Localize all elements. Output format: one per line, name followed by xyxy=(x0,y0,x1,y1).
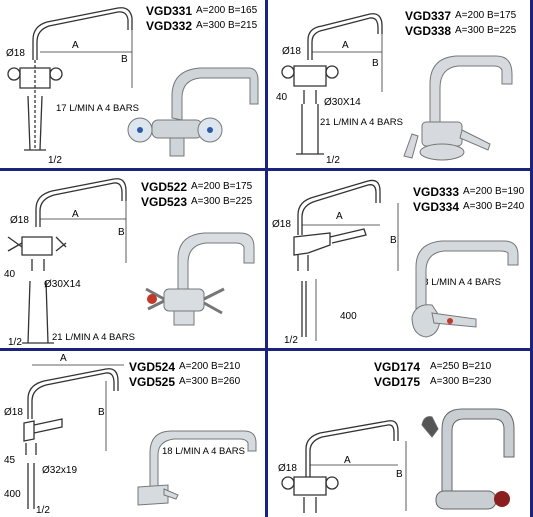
flow-rate-label: 17 L/MIN A 4 BARS xyxy=(56,103,139,114)
product-cell-vgd337: VGD337 A=200 B=175 VGD338 A=300 B=225 A … xyxy=(268,0,530,168)
product-dimensions: A=200 B=190 xyxy=(463,186,525,197)
faucet-photo xyxy=(127,67,259,157)
product-dimensions: A=300 B=225 xyxy=(455,25,517,36)
product-dimensions: A=300 B=215 xyxy=(196,20,258,31)
faucet-photo xyxy=(403,55,513,161)
pipe-label: 1/2 xyxy=(48,155,62,166)
product-code: VGD522 xyxy=(141,180,188,194)
technical-drawing: A B Ø18 40 Ø30X14 1/2 xyxy=(276,13,383,166)
faucet-photo xyxy=(411,240,519,338)
diameter-label: Ø18 xyxy=(272,219,291,230)
product-code: VGD331 xyxy=(146,4,193,18)
technical-drawing: A B Ø18 40 Ø30X14 1/2 xyxy=(4,178,127,348)
pipe-label: 1/2 xyxy=(36,505,50,516)
dimension-label-b: B xyxy=(372,58,379,69)
product-dimensions: A=200 B=175 xyxy=(191,181,253,192)
dimension-label-b: B xyxy=(98,407,105,418)
dimension-label-a: A xyxy=(72,209,79,220)
product-code: VGD523 xyxy=(141,195,188,209)
dimension-label-a: A xyxy=(72,40,79,51)
product-dimensions: A=200 B=165 xyxy=(196,5,258,16)
product-code: VGD338 xyxy=(405,24,452,38)
technical-drawing: A B Ø18 1/2 xyxy=(6,7,133,166)
grid-divider xyxy=(265,0,268,517)
product-code: VGD525 xyxy=(129,375,176,389)
grid-divider xyxy=(0,168,533,171)
diameter-label: Ø18 xyxy=(4,407,23,418)
pipe-label: 1/2 xyxy=(8,337,22,348)
product-code: VGD175 xyxy=(374,375,421,389)
diameter-label: Ø18 xyxy=(282,46,301,57)
height-label: 40 xyxy=(276,92,288,103)
pipe-label: 1/2 xyxy=(284,335,298,346)
product-dimensions: A=200 B=210 xyxy=(179,361,241,372)
dimension-label-b: B xyxy=(390,235,397,246)
grid-divider xyxy=(530,0,533,517)
product-cell-vgd333: VGD333 A=200 B=190 VGD334 A=300 B=240 A … xyxy=(268,171,530,348)
product-dimensions: A=250 B=210 xyxy=(430,361,492,372)
dimension-label-b: B xyxy=(121,54,128,65)
product-cell-vgd174: VGD174 A=250 B=210 VGD175 A=300 B=230 A … xyxy=(268,351,530,517)
faucet-photo xyxy=(145,232,255,326)
thread-label: Ø30X14 xyxy=(44,279,81,290)
diameter-label: Ø18 xyxy=(278,463,297,474)
dimension-label-a: A xyxy=(342,40,349,51)
product-dimensions: A=300 B=260 xyxy=(179,376,241,387)
flow-rate-label: 21 L/MIN A 4 BARS xyxy=(320,117,403,128)
product-dimensions: A=300 B=225 xyxy=(191,196,253,207)
product-dimensions: A=300 B=230 xyxy=(430,376,492,387)
flow-rate-label: 21 L/MIN A 4 BARS xyxy=(52,332,135,343)
product-code: VGD334 xyxy=(413,200,460,214)
product-cell-vgd522: VGD522 A=200 B=175 VGD523 A=300 B=225 A … xyxy=(0,171,265,348)
dimension-label-a: A xyxy=(336,211,343,222)
technical-drawing: A B Ø18 xyxy=(278,420,407,513)
height-label: 400 xyxy=(340,311,357,322)
product-cell-vgd331: VGD331 A=200 B=165 VGD332 A=300 B=215 A … xyxy=(0,0,265,168)
product-cell-vgd524: VGD524 A=200 B=210 VGD525 A=300 B=260 A … xyxy=(0,351,265,517)
height-label: 45 xyxy=(4,455,16,466)
diameter-label: Ø18 xyxy=(6,48,25,59)
technical-drawing: A B Ø18 45 Ø32x19 400 1/2 xyxy=(4,353,124,516)
diameter-label: Ø18 xyxy=(10,215,29,226)
product-dimensions: A=300 B=240 xyxy=(463,201,525,212)
dimension-label-b: B xyxy=(396,469,403,480)
technical-drawing: A B Ø18 400 1/2 xyxy=(272,179,399,346)
product-dimensions: A=200 B=175 xyxy=(455,10,517,21)
faucet-photo xyxy=(137,430,257,506)
dimension-label-a: A xyxy=(60,353,67,364)
faucet-photo xyxy=(421,408,515,510)
product-code: VGD333 xyxy=(413,185,460,199)
pipe-label: 1/2 xyxy=(326,155,340,166)
grid-divider xyxy=(0,348,533,351)
height-label: 40 xyxy=(4,269,16,280)
height-label-2: 400 xyxy=(4,489,21,500)
dimension-label-b: B xyxy=(118,227,125,238)
dimension-label-a: A xyxy=(344,455,351,466)
product-code: VGD332 xyxy=(146,19,193,33)
thread-label: Ø30X14 xyxy=(324,97,361,108)
product-code: VGD174 xyxy=(374,360,421,374)
flow-rate-label: 18 L/MIN A 4 BARS xyxy=(418,277,501,288)
product-code: VGD337 xyxy=(405,9,452,23)
product-code: VGD524 xyxy=(129,360,176,374)
flow-rate-label: 18 L/MIN A 4 BARS xyxy=(162,446,245,457)
thread-label: Ø32x19 xyxy=(42,465,77,476)
